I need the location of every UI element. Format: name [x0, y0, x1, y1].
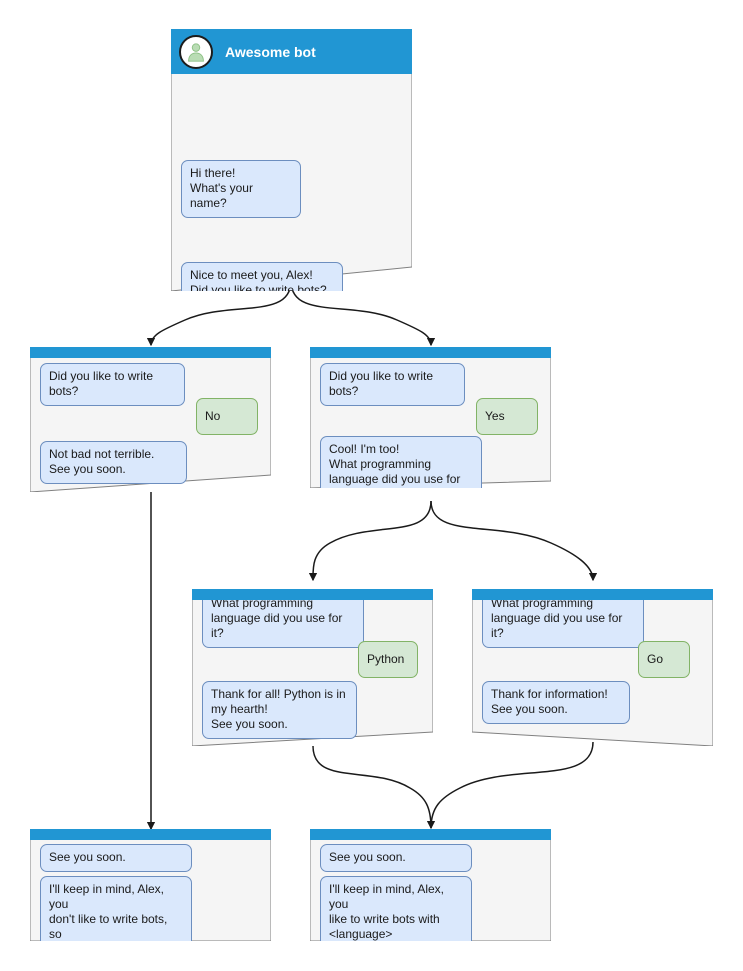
message-bubble-user: No: [196, 398, 258, 435]
edge-yes-to-go: [430, 500, 598, 582]
message-bubble-bot: I'll keep in mind, Alex, you don't like …: [40, 876, 192, 941]
message-bubble-user: Python: [358, 641, 418, 678]
message-bubble-user: Yes: [476, 398, 538, 435]
node-end-sad-header: [30, 829, 271, 840]
message-bubble-bot: Thank for information! See you soon.: [482, 681, 630, 724]
node-go-branch[interactable]: What programming language did you use fo…: [472, 589, 713, 746]
node-end-happy-header: [310, 829, 551, 840]
message-bubble-bot: Not bad not terrible. See you soon.: [40, 441, 187, 484]
message-bubble-bot: See you soon.: [320, 844, 472, 872]
node-python-branch-header: [192, 589, 433, 600]
node-go-branch-content: What programming language did you use fo…: [472, 589, 713, 746]
node-python-branch[interactable]: What programming language did you use fo…: [192, 589, 433, 746]
node-yes-branch-content: Did you like to write bots? Yes Cool! I'…: [310, 347, 551, 488]
node-no-branch-chat: Did you like to write bots? No Not bad n…: [30, 358, 271, 492]
node-end-sad[interactable]: See you soon. I'll keep in mind, Alex, y…: [30, 829, 271, 941]
message-bubble-bot: Cool! I'm too! What programming language…: [320, 436, 482, 488]
node-end-happy-content: See you soon. I'll keep in mind, Alex, y…: [310, 829, 551, 941]
node-root[interactable]: Awesome bot /start Hi there! What's your…: [171, 29, 412, 291]
node-yes-branch-header: [310, 347, 551, 358]
edge-python-to-end-happy: [312, 745, 436, 830]
node-root-chat: /start Hi there! What's your name? Alex …: [171, 74, 412, 291]
node-root-content: Awesome bot /start Hi there! What's your…: [171, 29, 412, 291]
node-no-branch-content: Did you like to write bots? No Not bad n…: [30, 347, 271, 492]
message-bubble-bot: Hi there! What's your name?: [181, 160, 301, 218]
node-python-branch-content: What programming language did you use fo…: [192, 589, 433, 746]
message-bubble-bot: Did you like to write bots?: [320, 363, 465, 406]
message-bubble-bot: See you soon.: [40, 844, 192, 872]
node-go-branch-header: [472, 589, 713, 600]
message-bubble-bot: Thank for all! Python is in my hearth! S…: [202, 681, 357, 739]
node-no-branch[interactable]: Did you like to write bots? No Not bad n…: [30, 347, 271, 492]
node-yes-branch[interactable]: Did you like to write bots? Yes Cool! I'…: [310, 347, 551, 488]
node-root-header: Awesome bot: [171, 29, 412, 74]
message-bubble-bot: I'll keep in mind, Alex, you like to wri…: [320, 876, 472, 941]
node-end-happy-chat: See you soon. I'll keep in mind, Alex, y…: [310, 840, 551, 941]
node-yes-branch-chat: Did you like to write bots? Yes Cool! I'…: [310, 358, 551, 488]
node-go-branch-chat: What programming language did you use fo…: [472, 589, 713, 746]
node-end-sad-content: See you soon. I'll keep in mind, Alex, y…: [30, 829, 271, 941]
message-bubble-bot: Did you like to write bots?: [40, 363, 185, 406]
edge-go-to-end-happy: [430, 741, 594, 829]
edge-yes-to-python: [308, 500, 432, 582]
message-bubble-bot: Nice to meet you, Alex! Did you like to …: [181, 262, 343, 291]
node-end-happy[interactable]: See you soon. I'll keep in mind, Alex, y…: [310, 829, 551, 941]
bot-title: Awesome bot: [225, 43, 316, 60]
node-python-branch-chat: What programming language did you use fo…: [192, 589, 433, 746]
person-avatar-icon: [179, 34, 213, 69]
node-end-sad-chat: See you soon. I'll keep in mind, Alex, y…: [30, 840, 271, 941]
message-bubble-user: Go: [638, 641, 690, 678]
node-no-branch-header: [30, 347, 271, 358]
